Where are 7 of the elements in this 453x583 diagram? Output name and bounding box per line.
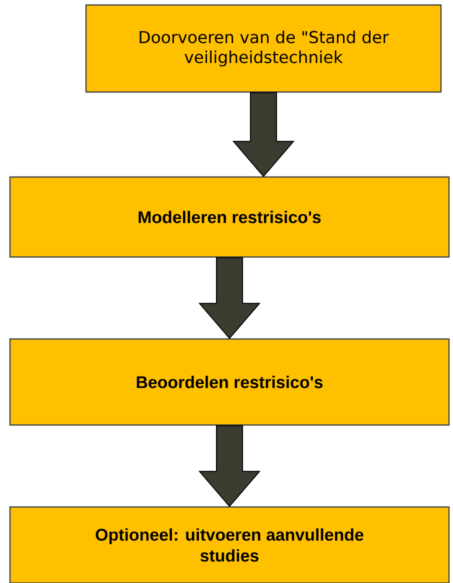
block-arrow [198,425,261,508]
block-arrow [232,92,295,178]
block-arrow [198,257,261,340]
process-box: Doorvoeren van de "Stand der veiligheidstechniek [85,4,442,93]
process-box: Modelleren restrisico's [9,176,450,258]
process-box: Beoordelen restrisico's [9,338,450,426]
process-box: Optioneel: uitvoeren aanvullende studies [9,506,450,583]
